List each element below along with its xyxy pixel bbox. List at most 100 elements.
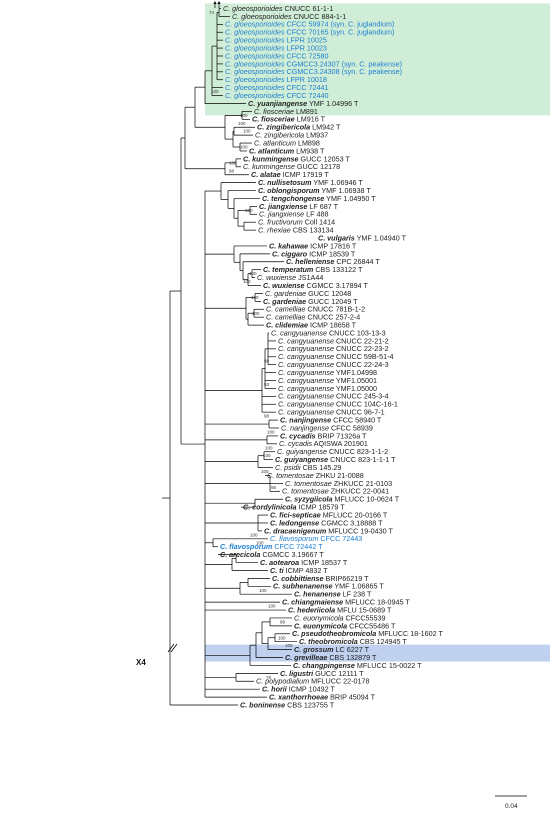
taxon-species: C. nanjingense [281,423,329,432]
taxon-species: C. polypodialium [256,677,309,686]
taxon-label: C. cangyuanense YMF1.05001 [278,376,377,385]
taxon-species: C. gardeniae [265,289,306,298]
taxon-species: C. camelliae [266,305,306,314]
taxon-label: C. polypodialium MFLUCC 22-0178 [256,677,369,686]
taxon-label: C. temperatum CBS 133122 T [263,265,363,274]
taxon-strain: MFLUCC 22-0178 [309,677,369,686]
taxon-label: C. euonymicola CFCC55539 [294,613,386,622]
taxon-species: C. wuxiense [263,281,305,290]
taxon-strain: LC 6227 T [334,645,370,654]
taxon-species: C. camelliae [266,313,306,322]
taxon-species: C. gloeosporioides [225,28,285,37]
taxon-species: C. atlanticum [249,146,295,155]
taxon-label: C. cangyuanense YMF1.05000 [278,384,377,393]
taxon-label: C. fici-septicae MFLUCC 20-0166 T [270,510,388,519]
scale-bar-label: 0.04 [505,803,518,810]
taxon-species: C. ciggaro [272,249,308,258]
taxon-species: C. gloeosporioides [225,83,285,92]
taxon-species: C. ledongense [270,518,319,527]
taxon-strain: ICMP 4832 T [284,566,329,575]
taxon-strain: CBS 132879 T [327,653,377,662]
taxon-label: C. dracaenigenum MFLUCC 19-0430 T [264,526,393,535]
taxon-label: C. yuanjiangense YMF 1.04996 T [248,99,359,108]
taxon-label: C. ligustri GUCC 12111 T [280,669,364,678]
taxon-species: C. cobbittiense [272,574,324,583]
taxon-strain: YMF1.05001 [334,376,377,385]
taxon-strain: GUCC 12048 [306,289,351,298]
support-value: 100 [259,588,267,593]
taxon-strain: CGMCC 3.18888 T [319,518,383,527]
taxon-label: C. cangyuanense CNUCC 22-24-3 [278,360,389,369]
support-value: 95 [271,485,277,490]
taxon-label: C. cangyuanense CNUCC 103-13-3 [271,328,386,337]
support-values: 7410010010010010010098100100100100100809… [209,10,293,680]
taxon-species: C. gloeosporioides [232,12,292,21]
taxon-species: C. cycadis [279,439,313,448]
taxon-species: C. horii [262,685,288,694]
taxon-label: C. kunmingense GUCC 12178 [243,162,340,171]
support-value: 100 [265,445,273,450]
taxon-label: C. zingibericola LM937 [255,131,328,140]
taxon-species: C. fructivorum [258,218,303,227]
taxon-label: C. fructivorum Coll 1414 [258,218,335,227]
taxon-strain: LM938 T [294,146,325,155]
taxon-species: C. euonymicola [294,621,347,630]
taxon-strain: YMF1.04998 [334,368,377,377]
taxon-species: C. syzygiicola [285,495,333,504]
taxon-species: C. atlanticum [254,138,296,147]
taxon-label: C. fiosceriae LM916 T [252,115,326,124]
taxon-strain: CPC 26844 T [334,257,380,266]
taxon-strain: LM942 T [310,123,341,132]
taxon-label: C. nanjingense CFCC 58940 T [280,415,382,424]
taxon-species: C. tomentosae [285,479,332,488]
support-value: 100 [263,453,271,458]
collapsed-branch-label: X4 [136,658,146,667]
taxon-species: C. dracaenigenum [264,526,327,535]
taxon-strain: CFCC 58940 T [331,415,382,424]
taxon-strain: LF 488 [304,210,328,219]
taxon-species: C. gloeosporioides [225,67,285,76]
taxon-species: C. gloeosporioides [225,20,285,29]
taxon-strain: MFLUCC 18-1602 T [376,629,443,638]
taxon-label: C. grossum LC 6227 T [294,645,370,654]
taxon-label: C. hederiicola MFLU 15-0689 T [288,605,392,614]
taxon-label: C. alatae ICMP 17919 T [251,170,329,179]
taxon-strain: ZHKU 21-0088 [314,471,364,480]
taxon-label: C. nanjingense CFCC 58939 [281,423,373,432]
taxon-species: C. aotearoa [260,558,299,567]
taxon-species: C. cycadis [280,431,316,440]
support-value: 100 [240,113,248,118]
taxon-strain: LFPR 10023 [285,43,327,52]
support-value: 80 [264,358,270,363]
taxon-strain: BRIP66219 T [324,574,370,583]
taxon-strain: CFCC 58939 [329,423,373,432]
support-value: 100 [250,532,258,537]
taxon-species: C. clidemiae [266,321,308,330]
taxon-species: C. cangyuanense [278,344,334,353]
taxon-strain: CFCC 72442 T [272,542,323,551]
taxon-label: C. gardeniae GUCC 12048 [265,289,351,298]
taxon-species: C. cangyuanense [278,360,334,369]
taxon-strain: ICMP 18579 T [297,503,346,512]
taxon-species: C. gloeosporioides [225,59,285,68]
taxon-label: C. helleniense CPC 26844 T [286,257,380,266]
taxon-strain: ZHKUCC 21-0103 [332,479,392,488]
taxon-species: C. nullisetosum [258,178,312,187]
taxon-label: C. changpingense MFLUCC 15-0022 T [293,661,422,670]
taxon-label: C. chiangmaiense MFLUCC 18-0945 T [282,598,410,607]
taxon-species: C. chiangmaiense [282,598,343,607]
support-value: 98 [229,168,235,173]
taxon-label: C. nullisetosum YMF 1.06946 T [258,178,363,187]
taxon-label: C. zingibericola LM942 T [257,123,341,132]
taxon-labels: C. gloeosporioides CNUCC 61-1-1C. gloeos… [220,4,443,710]
taxon-strain: GUCC 12049 T [306,297,358,306]
taxon-label: C. gloeosporioides CNUCC 884-1-1 [232,12,346,21]
taxon-species: C. cordylinicola [243,503,297,512]
taxon-strain: CBS 124945 T [358,637,408,646]
taxon-label: C. tomentosae ZHKU 21-0088 [267,471,364,480]
taxon-species: C. boninense [240,700,285,709]
taxon-strain: CNUCC 884-1-1 [292,12,347,21]
taxon-species: C. fiosceriae [252,115,295,124]
taxon-label: C. ti ICMP 4832 T [270,566,328,575]
support-value: 100 [238,121,246,126]
